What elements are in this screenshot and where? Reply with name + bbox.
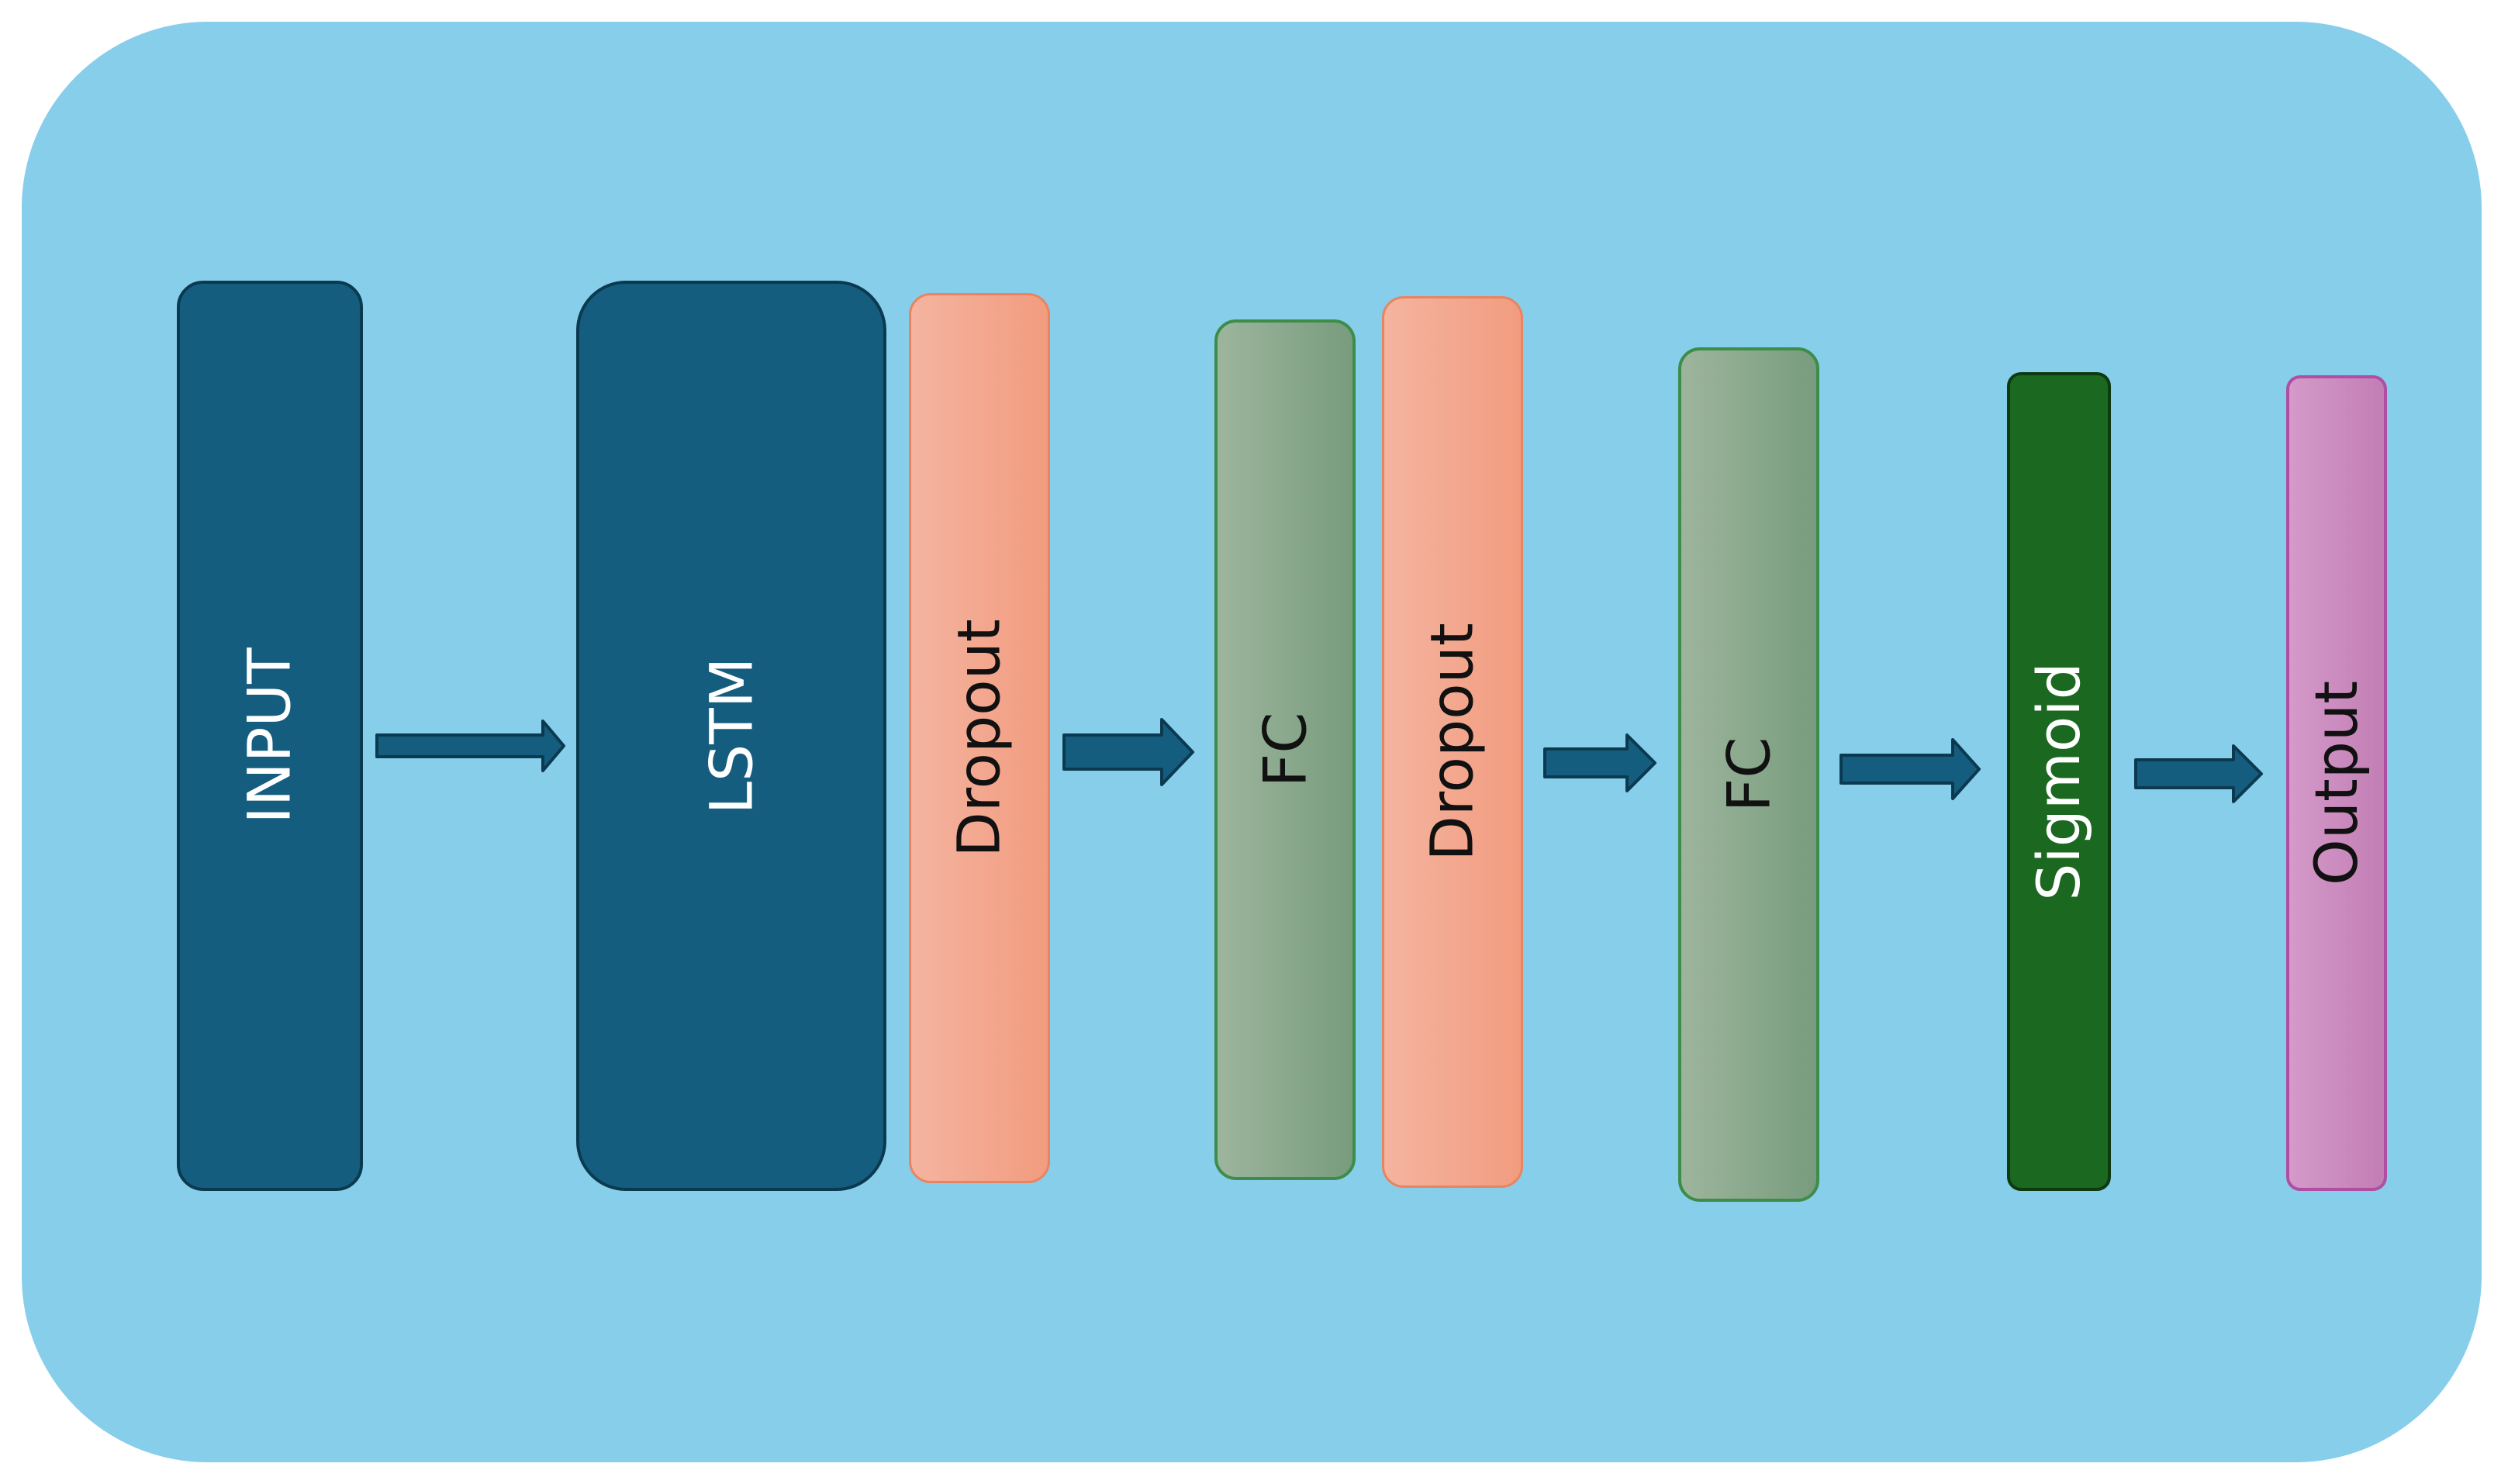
fc-layer-block-2: FC — [1678, 347, 1819, 1202]
arrow-dropout-to-fc-icon — [1062, 718, 1194, 786]
input-layer-block: INPUT — [177, 281, 363, 1191]
dropout-layer-block-2: Dropout — [1382, 296, 1523, 1188]
output-layer-block: Output — [2286, 375, 2387, 1191]
arrow-dropout-to-fc2-icon — [1543, 733, 1656, 792]
arrow-input-to-lstm-icon — [375, 720, 565, 772]
fc-layer-block-1: FC — [1214, 319, 1356, 1180]
arrow-sigmoid-to-output-icon — [2134, 744, 2263, 803]
sigmoid-layer-block: Sigmoid — [2007, 372, 2111, 1191]
arrow-fc-to-sigmoid-icon — [1839, 738, 1981, 800]
dropout-layer-block-1: Dropout — [909, 293, 1050, 1183]
lstm-layer-block: LSTM — [576, 281, 886, 1191]
